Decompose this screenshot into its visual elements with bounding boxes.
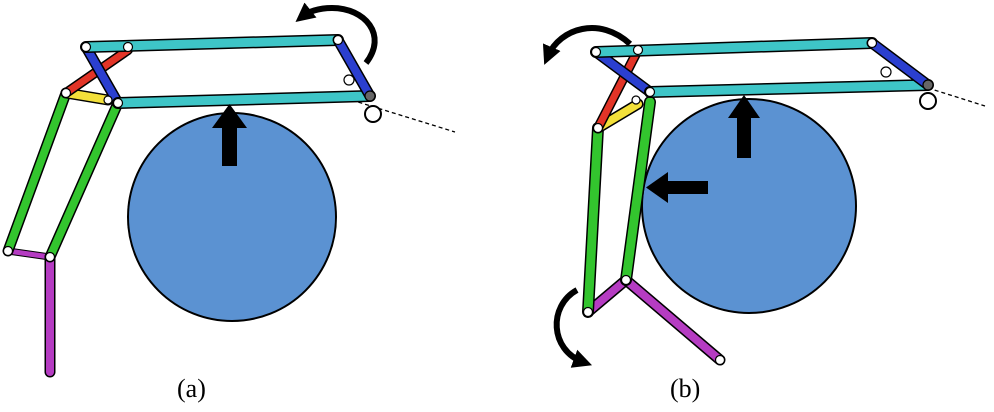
linkage-a — [2, 34, 376, 378]
pulley-a-small — [343, 74, 355, 86]
rotation-arrow-b-bottom — [553, 287, 593, 368]
panel-a-caption: (a) — [177, 374, 206, 403]
joint-b-5 — [631, 95, 641, 105]
rotation-arrow-a — [295, 2, 378, 65]
pulley-a-tip — [364, 90, 376, 102]
joint-b-3 — [866, 37, 878, 49]
joint-a-4 — [60, 87, 72, 99]
rotation-arrow-b-top — [542, 25, 633, 65]
joint-a-8 — [44, 251, 56, 263]
force-arrow-b-vertical — [728, 95, 760, 158]
joint-a-3 — [332, 34, 344, 46]
joint-b-9 — [714, 354, 726, 366]
panel-b-caption: (b) — [670, 374, 701, 403]
joint-a-6 — [112, 97, 124, 109]
contact-tangent-b — [927, 87, 986, 107]
roller-a — [364, 105, 382, 123]
joint-a-1 — [80, 41, 92, 53]
joint-a-7 — [2, 245, 14, 257]
joint-b-2 — [632, 44, 644, 56]
joint-b-1 — [590, 46, 602, 58]
roller-b — [919, 92, 937, 110]
contact-tangent-a — [344, 97, 456, 133]
joint-a-2 — [122, 41, 134, 53]
joint-a-5 — [103, 95, 113, 105]
joint-b-4 — [592, 122, 604, 134]
joint-b-6 — [644, 86, 656, 98]
panel-a — [2, 2, 456, 378]
force-arrow-b-horizontal — [646, 172, 708, 203]
pulley-b-tip — [922, 79, 934, 91]
joints-a — [2, 34, 382, 263]
pulley-b-small — [880, 66, 892, 78]
panel-b — [542, 25, 986, 368]
joint-b-8 — [620, 274, 632, 286]
joint-b-7 — [582, 306, 594, 318]
joints-b — [582, 37, 937, 366]
force-arrow-a — [212, 104, 247, 166]
